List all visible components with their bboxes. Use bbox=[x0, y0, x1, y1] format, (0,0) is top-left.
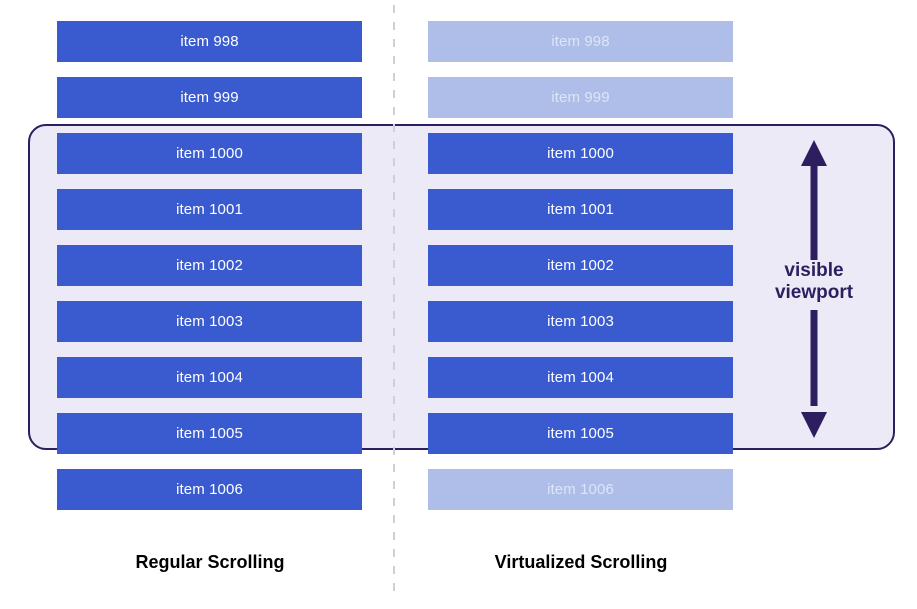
list-item[interactable]: item 1006 bbox=[57, 469, 362, 510]
list-item[interactable]: item 1005 bbox=[428, 413, 733, 454]
caption-virtualized-scrolling: Virtualized Scrolling bbox=[494, 552, 668, 572]
double-arrow-vertical-icon bbox=[801, 140, 827, 438]
list-item[interactable]: item 999 bbox=[57, 77, 362, 118]
list-item[interactable]: item 1004 bbox=[428, 357, 733, 398]
list-item[interactable]: item 1004 bbox=[57, 357, 362, 398]
list-item[interactable]: item 1005 bbox=[57, 413, 362, 454]
list-item[interactable]: item 1002 bbox=[428, 245, 733, 286]
list-item[interactable]: item 1000 bbox=[57, 133, 362, 174]
list-item[interactable]: item 1002 bbox=[57, 245, 362, 286]
column-divider bbox=[393, 5, 395, 595]
list-item[interactable]: item 1001 bbox=[57, 189, 362, 230]
list-item[interactable]: item 998 bbox=[428, 21, 733, 62]
list-item[interactable]: item 1000 bbox=[428, 133, 733, 174]
viewport-label-line1: visible bbox=[784, 260, 844, 281]
visible-viewport-label: visible viewport bbox=[752, 260, 876, 304]
caption-regular-scrolling: Regular Scrolling bbox=[135, 552, 285, 572]
viewport-extent-annotation: visible viewport bbox=[752, 138, 876, 440]
list-item[interactable]: item 1006 bbox=[428, 469, 733, 510]
list-item[interactable]: item 998 bbox=[57, 21, 362, 62]
list-item[interactable]: item 1001 bbox=[428, 189, 733, 230]
viewport-label-line2: viewport bbox=[774, 282, 854, 303]
list-item[interactable]: item 1003 bbox=[57, 301, 362, 342]
list-item[interactable]: item 999 bbox=[428, 77, 733, 118]
list-item[interactable]: item 1003 bbox=[428, 301, 733, 342]
